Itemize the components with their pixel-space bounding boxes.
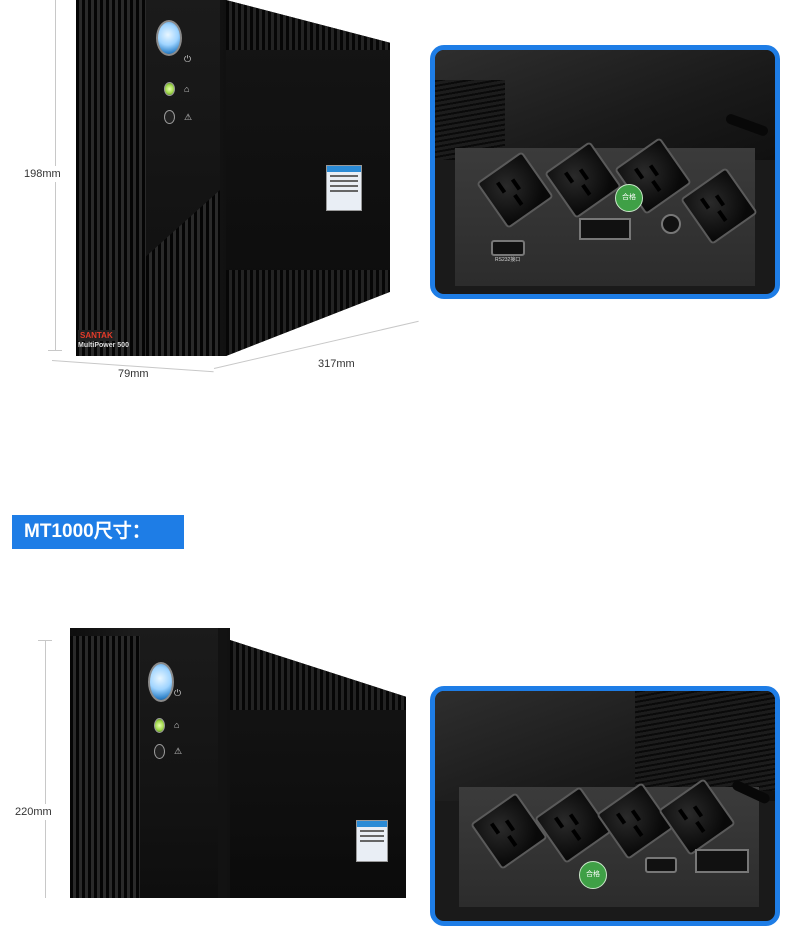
rs232-port-label: RS232接口 — [495, 257, 521, 263]
rear-view-bottom: 合格 — [430, 686, 780, 926]
height-dimension-tick — [48, 350, 62, 351]
ups-side-label — [326, 165, 362, 211]
width-label: 79mm — [118, 368, 149, 380]
outlet-4-bottom — [658, 778, 736, 856]
status-led-green — [164, 82, 175, 96]
outlet-3-bottom — [596, 782, 674, 860]
ups-front-lower-ribs — [146, 190, 220, 356]
line-mode-icon: ⌂ — [184, 84, 190, 94]
section-heading-mt1000: MT1000尺寸： — [12, 515, 184, 549]
fault-led-bottom — [154, 744, 165, 759]
power-symbol-icon-bottom: ⏻ — [174, 688, 182, 698]
height-dimension-line-bottom — [45, 640, 46, 898]
network-protection-ports-bottom — [695, 849, 749, 873]
outlet-2-bottom — [534, 786, 612, 864]
breaker-knob — [661, 214, 681, 234]
ups-side-label-bottom — [356, 820, 388, 862]
ups-front-ribs-bottom — [70, 636, 140, 898]
outlet-2 — [544, 141, 622, 219]
ups-side-panel-bottom — [230, 640, 406, 898]
ups-tower: ⏻ ⌂ ⚠ SANTAK MultiPower 500 — [76, 0, 226, 356]
outlet-1 — [476, 151, 554, 229]
rs232-port — [491, 240, 525, 256]
outlet-4 — [680, 167, 758, 245]
power-symbol-icon: ⏻ — [184, 54, 192, 64]
height-label: 198mm — [24, 166, 61, 182]
ups-side-panel — [226, 0, 390, 356]
rear-top-vents-bottom — [635, 691, 775, 791]
qualified-stamp-bottom: 合格 — [579, 861, 607, 889]
rear-top-vents — [435, 80, 505, 160]
bottom-product-section: 220mm ⏻ ⌂ ⚠ 合格 — [0, 600, 790, 926]
ups-side-vents-bottom — [226, 270, 390, 356]
outlet-1-bottom — [470, 792, 548, 870]
power-button-bottom[interactable] — [148, 662, 174, 702]
ups-side-vents-bottom-unit — [230, 640, 406, 710]
status-led-green-bottom — [154, 718, 165, 733]
ups-front-panel — [146, 0, 220, 356]
power-button[interactable] — [156, 20, 182, 56]
rear-view-top: 合格 RS232接口 — [430, 45, 780, 299]
ups-front-ribs — [76, 0, 146, 356]
brand-logo: SANTAK — [78, 330, 115, 341]
rs232-port-bottom — [645, 857, 677, 873]
rear-panel-bottom: 合格 — [459, 778, 759, 907]
warning-icon: ⚠ — [184, 112, 193, 122]
model-name: MultiPower 500 — [78, 342, 129, 349]
network-protection-ports — [579, 218, 631, 240]
rear-panel: 合格 RS232接口 — [455, 137, 758, 286]
qualified-stamp: 合格 — [615, 184, 643, 212]
line-mode-icon-bottom: ⌂ — [174, 720, 180, 730]
top-product-section: 198mm ⏻ ⌂ ⚠ SANTAK MultiPower 500 79mm 3… — [0, 0, 790, 420]
height-label-bottom: 220mm — [15, 804, 52, 820]
rear-top-cover — [435, 50, 775, 160]
ups-tower-bottom: ⏻ ⌂ ⚠ — [70, 628, 230, 898]
fault-led — [164, 110, 175, 124]
warning-icon-bottom: ⚠ — [174, 746, 183, 756]
rear-top-cover-bottom — [435, 691, 775, 801]
depth-label: 317mm — [318, 358, 355, 370]
ups-side-vents-top — [226, 0, 390, 50]
height-dimension-tick-bottom — [38, 640, 52, 641]
